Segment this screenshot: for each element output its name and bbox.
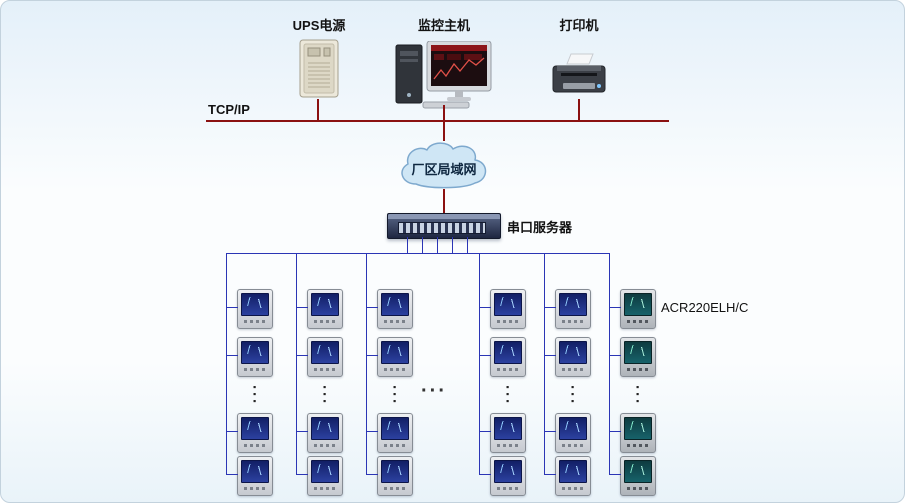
meter-column-line bbox=[609, 253, 610, 474]
ups-label: UPS电源 bbox=[292, 18, 346, 33]
acr-meter bbox=[609, 337, 656, 377]
host-label: 监控主机 bbox=[417, 18, 471, 33]
meter bbox=[479, 289, 526, 329]
computer-icon bbox=[395, 40, 492, 109]
meter-column-line bbox=[366, 253, 367, 474]
column-ellipsis: ··· bbox=[628, 385, 646, 406]
printer-icon bbox=[552, 53, 606, 93]
meter bbox=[544, 289, 591, 329]
column-ellipsis: ··· bbox=[385, 385, 403, 406]
link-tcpip-cloud bbox=[443, 122, 445, 141]
ups-icon bbox=[299, 39, 339, 98]
server-branch-line bbox=[437, 237, 438, 254]
link-host-tcpip bbox=[443, 105, 445, 121]
meter bbox=[544, 337, 591, 377]
column-ellipsis: ··· bbox=[498, 385, 516, 406]
meter-column-line bbox=[544, 253, 545, 474]
serial-server-device bbox=[387, 213, 501, 239]
server-ports bbox=[398, 222, 486, 234]
column-ellipsis: ··· bbox=[315, 385, 333, 406]
tcpip-bus-line bbox=[206, 120, 669, 122]
acr-meter bbox=[609, 289, 656, 329]
meter bbox=[366, 337, 413, 377]
meter bbox=[544, 413, 591, 453]
more-columns-ellipsis: ··· bbox=[421, 380, 447, 402]
monitor-host-device bbox=[395, 40, 495, 114]
acr-meter bbox=[609, 456, 656, 496]
meter bbox=[479, 337, 526, 377]
server-branch-line bbox=[407, 237, 408, 254]
meter bbox=[366, 456, 413, 496]
meter bbox=[544, 456, 591, 496]
meter bbox=[366, 413, 413, 453]
link-cloud-server bbox=[443, 189, 445, 213]
server-branch-line bbox=[452, 237, 453, 254]
serial-server-label: 串口服务器 bbox=[507, 220, 573, 235]
lan-cloud: 厂区局域网 bbox=[394, 139, 494, 193]
meter bbox=[226, 413, 273, 453]
meter bbox=[226, 337, 273, 377]
acr-meter bbox=[609, 413, 656, 453]
cloud-label: 厂区局域网 bbox=[411, 161, 477, 177]
meter-model-label: ACR220ELH/C bbox=[661, 300, 749, 315]
meter bbox=[226, 289, 273, 329]
tcpip-label: TCP/IP bbox=[208, 102, 250, 117]
meter bbox=[296, 337, 343, 377]
column-ellipsis: ··· bbox=[563, 385, 581, 406]
serial-bus-line bbox=[226, 253, 610, 254]
link-printer-tcpip bbox=[578, 99, 580, 121]
meter bbox=[296, 413, 343, 453]
ups-device bbox=[297, 39, 341, 104]
server-branch-line bbox=[422, 237, 423, 254]
meter bbox=[366, 289, 413, 329]
column-ellipsis: ··· bbox=[245, 385, 263, 406]
meter bbox=[296, 456, 343, 496]
meter bbox=[296, 289, 343, 329]
meter bbox=[479, 413, 526, 453]
link-ups-tcpip bbox=[317, 99, 319, 121]
cloud-icon bbox=[401, 142, 487, 189]
meter-column-line bbox=[226, 253, 227, 474]
meter bbox=[226, 456, 273, 496]
meter bbox=[479, 456, 526, 496]
printer-device bbox=[549, 53, 609, 104]
printer-label: 打印机 bbox=[559, 18, 599, 33]
meter-column-line bbox=[479, 253, 480, 474]
server-branch-line bbox=[467, 237, 468, 254]
meter-column-line bbox=[296, 253, 297, 474]
